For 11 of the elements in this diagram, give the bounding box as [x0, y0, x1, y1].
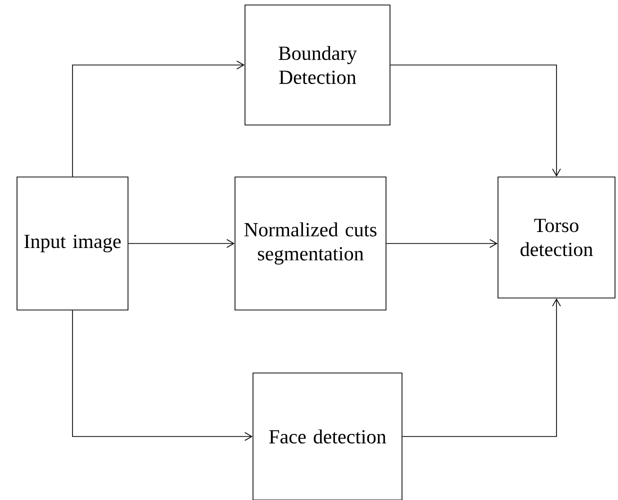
process-box: Normalized cuts segmentation — [234, 176, 386, 310]
arrow — [72, 310, 253, 441]
arrow — [402, 298, 561, 437]
arrow — [386, 239, 498, 248]
process-box: Torso detection — [498, 176, 616, 298]
process-box: Input image — [16, 176, 128, 310]
arrow — [390, 64, 561, 177]
process-box: Face detection — [252, 372, 402, 500]
arrow — [72, 60, 245, 177]
arrow — [128, 239, 235, 248]
process-box: Boundary Detection — [244, 4, 390, 126]
